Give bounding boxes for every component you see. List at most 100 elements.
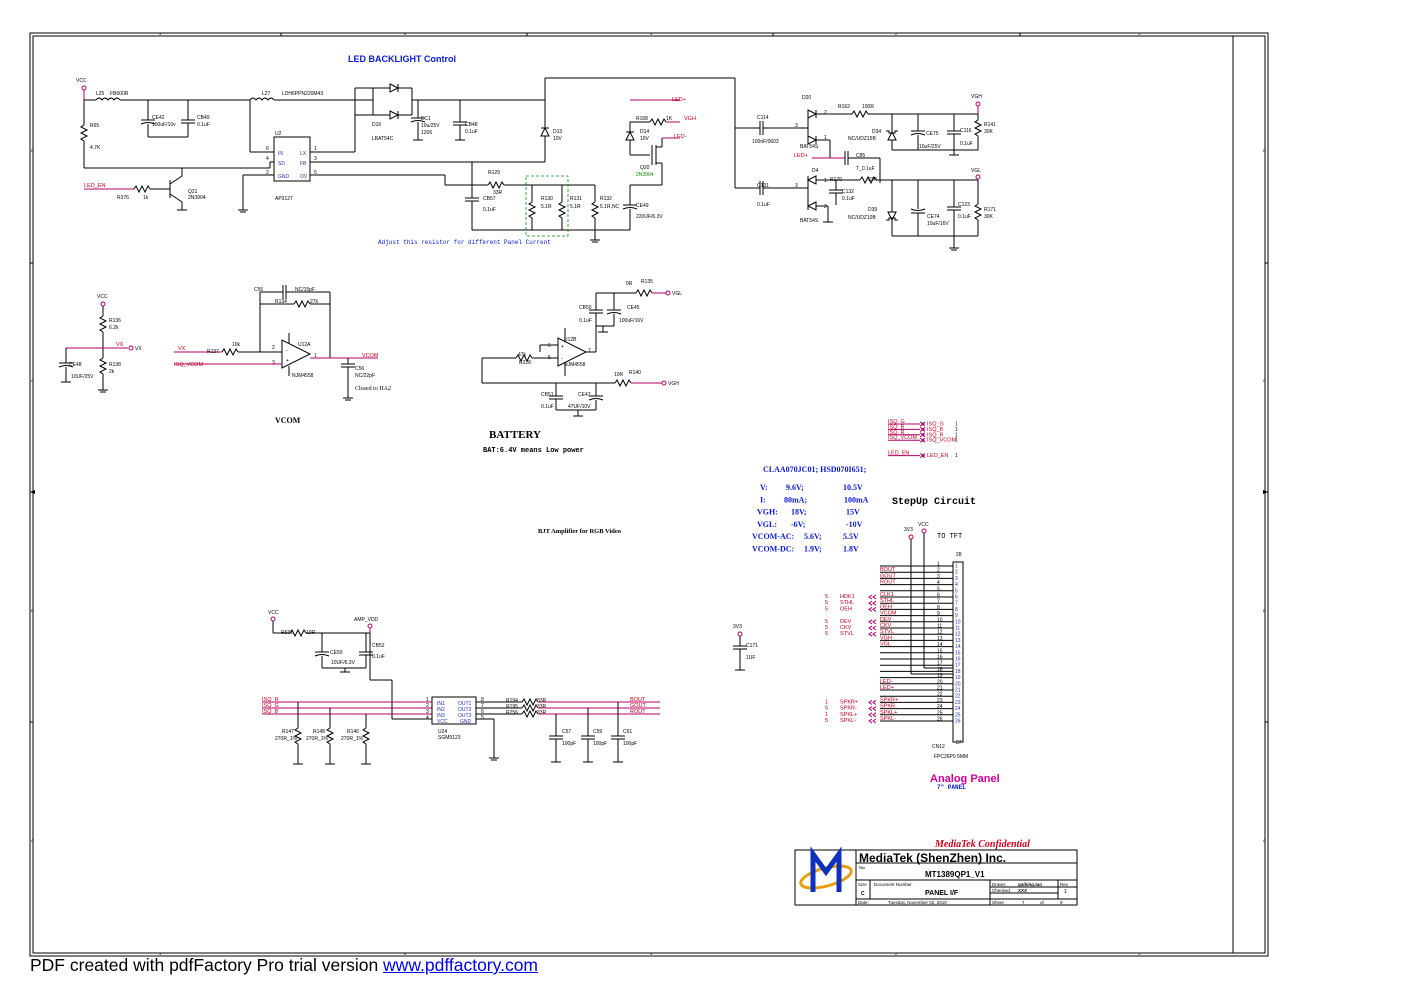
led-plus-net: LED+ bbox=[672, 97, 686, 103]
r131-value: 5.1R bbox=[570, 204, 581, 210]
c85-value: T_0.1uF bbox=[856, 166, 875, 172]
c59-value: 100pF bbox=[593, 741, 607, 747]
svg-text:1: 1 bbox=[314, 353, 317, 359]
offpage-net: ISQ_R bbox=[888, 430, 905, 436]
cn12-pin-inner: 15 bbox=[955, 650, 961, 656]
cn12-signal: SPKL+ bbox=[880, 710, 897, 716]
cn12-page-ref: 5 bbox=[825, 619, 828, 625]
spec-value-a: 5.6V; bbox=[804, 532, 822, 541]
isq-b-net: ISQ_B bbox=[262, 709, 279, 715]
col-label: 3 bbox=[650, 951, 653, 956]
r135-ref: R135 bbox=[641, 279, 653, 285]
c56-ref: C56 bbox=[355, 366, 364, 372]
ce47-value: 47UF/10V bbox=[568, 404, 591, 410]
r631-value: 10R bbox=[306, 630, 316, 636]
cn12-pin-inner: 7 bbox=[955, 601, 958, 607]
spec-key: I: bbox=[760, 495, 766, 504]
cn12-signal: STHL bbox=[880, 598, 894, 604]
title-block: MediaTek Confidential MediaTek (ShenZhen… bbox=[794, 839, 1078, 906]
r170-value: 33R bbox=[868, 177, 878, 183]
cn12-signal: SPKR- bbox=[880, 704, 897, 710]
svg-text:1: 1 bbox=[426, 697, 429, 703]
u2-part: AP3127 bbox=[275, 196, 293, 202]
footer-text: PDF created with pdfFactory Pro trial ve… bbox=[30, 955, 384, 975]
d13-value: 10V bbox=[553, 136, 563, 142]
cn12-pin-number: 16 bbox=[937, 655, 943, 661]
drawn-label: Drawn: bbox=[992, 882, 1006, 887]
cn12-page-ref: 5 bbox=[825, 625, 828, 631]
cn12-signal: GOUT bbox=[880, 573, 897, 579]
cn12-signal: LED+ bbox=[880, 685, 894, 691]
cn12-pin-inner: 11 bbox=[955, 626, 960, 632]
cn12-pin-number: 26 bbox=[937, 717, 943, 723]
panel-size: 7" PANEL bbox=[937, 784, 966, 791]
cn12-pin-inner: 25 bbox=[955, 712, 961, 718]
svg-text:6: 6 bbox=[481, 709, 484, 715]
d13-ref: D13 bbox=[553, 129, 562, 135]
r140-value: 10R bbox=[614, 372, 624, 378]
spec-key: VGH: bbox=[757, 508, 778, 517]
svg-text:6: 6 bbox=[548, 343, 551, 349]
q20-value: 2N3904 bbox=[636, 172, 654, 178]
cn12-pin-inner: 8 bbox=[955, 607, 958, 613]
ec1-size: 1206 bbox=[421, 130, 432, 136]
cn12-pin-number: 17 bbox=[937, 661, 943, 667]
u24-pin-out3: OUT3 bbox=[458, 713, 472, 719]
cn12-pin-number: 13 bbox=[937, 636, 943, 642]
svg-text:7: 7 bbox=[588, 348, 591, 354]
r228-value: 47k bbox=[518, 352, 527, 358]
d16-ref: D16 bbox=[372, 122, 381, 128]
cn12-pin-inner: 1 bbox=[955, 564, 958, 570]
c123-ref: C123 bbox=[958, 202, 970, 208]
cb51-value: 0.1uF bbox=[541, 404, 554, 410]
col-label: 1 bbox=[1138, 951, 1141, 956]
vgh-vgl-block: C114 100nF/0603 D20 BAT54S 213 LED+ C85 … bbox=[735, 94, 996, 251]
spec-table: CLAA070JC01; HSD070I651; V:9.6V;10.5VI:8… bbox=[752, 465, 869, 554]
svg-text:1: 1 bbox=[824, 135, 827, 141]
vcc-label-2: VCC bbox=[97, 294, 108, 300]
spec-models: CLAA070JC01; HSD070I651; bbox=[763, 465, 867, 474]
r137-value: 10k bbox=[232, 342, 241, 348]
u12b-value: NJM4558 bbox=[564, 362, 586, 368]
vcom-net: VCOM bbox=[362, 353, 379, 359]
d34-value: NC/UDZ15B bbox=[848, 136, 876, 142]
doc-title: MT1389QP1_V1 bbox=[925, 870, 985, 879]
cn12-signal: CKV bbox=[880, 623, 892, 629]
vgl-port: VGL bbox=[672, 291, 682, 297]
adjust-note: Adjust this resistor for different Panel… bbox=[378, 239, 551, 246]
cn12-signal-port: SPKL- bbox=[840, 718, 856, 724]
size-value: C bbox=[861, 891, 865, 897]
u2-pin-lx: LX bbox=[300, 151, 307, 157]
r132-value: 5.1R,NC bbox=[600, 204, 620, 210]
c61-ref: C61 bbox=[623, 729, 632, 735]
cn12-pin-inner: 24 bbox=[955, 706, 961, 712]
spec-value-a: -6V; bbox=[791, 520, 806, 529]
svg-text:+: + bbox=[561, 344, 564, 350]
ce48-value: 10UF/25V bbox=[71, 374, 94, 380]
offpage-page: 1 bbox=[955, 422, 958, 428]
vcc-label: VCC bbox=[76, 78, 87, 84]
battery-title: BATTERY bbox=[489, 429, 541, 441]
cn12-pin-number: 6 bbox=[937, 593, 940, 599]
sheet-label: Sheet bbox=[992, 900, 1005, 905]
vx-port: VX bbox=[135, 346, 142, 352]
cn12-signal: OEH bbox=[880, 604, 892, 610]
offpage-page: 1 bbox=[955, 427, 958, 433]
offpage-port: ISQ_B bbox=[927, 427, 944, 433]
ec1-value: 10u/25V bbox=[421, 123, 440, 129]
l25-ref: L25 bbox=[96, 91, 105, 97]
spec-value-b: 100mA bbox=[844, 495, 869, 504]
cn12-pin-number: 11 bbox=[937, 624, 942, 630]
u24-pin-out1: OUT1 bbox=[458, 701, 472, 707]
pdffactory-link[interactable]: www.pdffactory.com bbox=[383, 955, 539, 975]
offpage-port: ISQ_VCOM bbox=[927, 438, 956, 444]
stepup-title: StepUp Circuit bbox=[892, 496, 976, 508]
offpage-port: ISQ_G bbox=[927, 422, 944, 428]
svg-text:4: 4 bbox=[266, 156, 269, 162]
sheet-value: 7 bbox=[1022, 900, 1025, 905]
ce42-value: 100uF/10v bbox=[152, 122, 176, 128]
cn12-signal-port: STVL bbox=[840, 631, 854, 637]
cn12-signal-port: DEV bbox=[840, 619, 852, 625]
date-value: Tuesday, November 02, 2010 bbox=[888, 900, 947, 905]
